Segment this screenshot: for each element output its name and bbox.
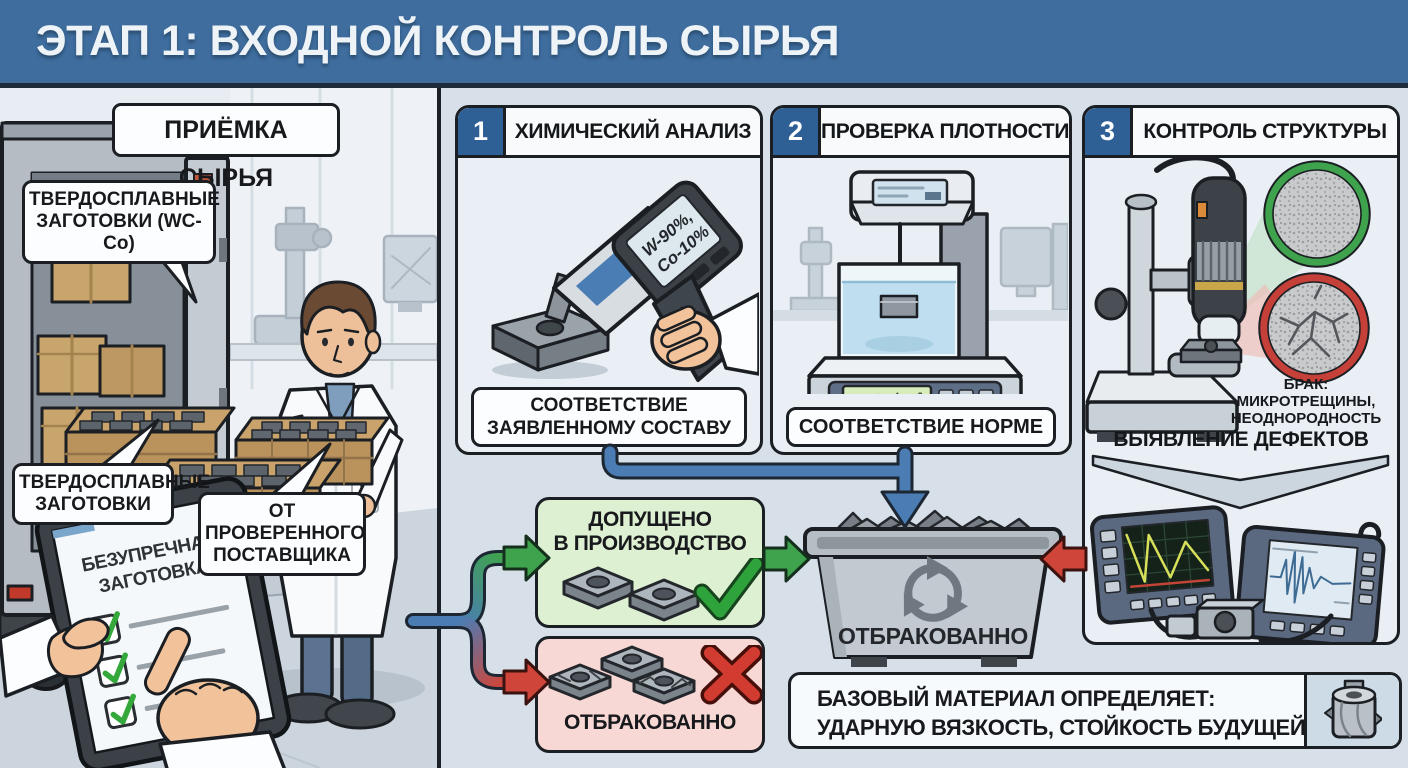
left-hand: [0, 614, 110, 698]
scene-header-plate: ПРИЁМКА СЫРЬЯ: [112, 103, 340, 192]
structure-control-illustration: [1085, 158, 1390, 642]
carbide-insert-cracked-icon: [632, 667, 696, 705]
transducer-icon: [1165, 598, 1265, 640]
bubble-supplier: ОТ ПРОВЕРЕННОГО ПОСТАВЩИКА: [198, 492, 366, 576]
checkmark-icon: [102, 652, 128, 684]
xrf-analyzer-illustration: W-90%, Co-10%: [491, 180, 759, 382]
right-hand: [143, 626, 287, 768]
panel-number-badge: 1: [458, 108, 506, 155]
panel-density-check: 2 ПРОВЕРКА ПЛОТНОСТИ: [770, 105, 1072, 455]
approved-label-line2: В ПРОИЗВОДСТВО: [553, 532, 747, 555]
panel-density-header: 2 ПРОВЕРКА ПЛОТНОСТИ: [773, 108, 1069, 158]
density-tester-icon: 14.6 г/см³: [807, 170, 1023, 394]
panel-chemical-header: 1 ХИМИЧЕСКИЙ АНАЛИЗ: [458, 108, 760, 158]
operator-hand: [650, 292, 759, 376]
caption-structure: ВЫЯВЛЕНИЕ ДЕФЕКТОВ: [1113, 428, 1369, 451]
density-lcd-value: 14.6 г/см³: [852, 390, 924, 394]
microscope-icon: [1085, 158, 1247, 442]
rejected-box: ОТБРАКОВАННО: [535, 636, 765, 753]
defect-label: БРАК: МИКРОТРЕЩИНЫ, НЕОДНОРОДНОСТЬ: [1230, 376, 1382, 427]
structure-bad-circle: [1258, 272, 1370, 384]
approved-box: ДОПУЩЕНО В ПРОИЗВОДСТВО: [535, 497, 765, 628]
bubble-carbide: ТВЕРДОСПЛАВНЫЕ ЗАГОТОВКИ: [12, 463, 210, 525]
panel-density-title: ПРОВЕРКА ПЛОТНОСТИ: [821, 119, 1070, 143]
bubble-tails: [94, 232, 332, 500]
caption-density: СООТВЕТСТВИЕ НОРМЕ: [786, 407, 1056, 447]
footer-text: БАЗОВЫЙ МАТЕРИАЛ ОПРЕДЕЛЯЕТ: УДАРНУЮ ВЯЗ…: [817, 686, 1393, 740]
panel-number-badge: 3: [1085, 108, 1133, 155]
bubble-carbide-wc: ТВЕРДОСПЛАВНЫЕ ЗАГОТОВКИ (WC-Co): [22, 180, 220, 264]
flaw-detector-left-icon: [1090, 505, 1235, 625]
checkmark-icon: [693, 558, 762, 621]
title-bar: ЭТАП 1: ВХОДНОЙ КОНТРОЛЬ СЫРЬЯ: [0, 0, 1408, 88]
footer-icon-area: [1304, 675, 1399, 746]
panel-chemical-title: ХИМИЧЕСКИЙ АНАЛИЗ: [514, 119, 752, 143]
rejected-label: ОТБРАКОВАННО: [564, 711, 736, 734]
structure-good-circle: [1263, 160, 1371, 268]
footer-note: БАЗОВЫЙ МАТЕРИАЛ ОПРЕДЕЛЯЕТ: УДАРНУЮ ВЯЗ…: [788, 672, 1402, 749]
rejected-inserts-illustration: [548, 645, 762, 705]
x-mark-icon: [700, 645, 762, 705]
reject-bin-illustration: [803, 509, 1063, 667]
crack-lines: [1279, 284, 1349, 358]
cable: [1258, 613, 1334, 642]
recycle-icon: [903, 556, 969, 622]
bin-label: ОТБРАКОВАННО: [838, 623, 1028, 649]
carbide-insert-icon: [628, 578, 700, 622]
panel-structure-title: КОНТРОЛЬ СТРУКТУРЫ: [1143, 119, 1387, 143]
density-lcd: [841, 384, 933, 394]
milling-cutter-icon: [1324, 679, 1382, 738]
panel-structure-header: 3 КОНТРОЛЬ СТРУКТУРЫ: [1085, 108, 1397, 158]
chevron-down-icon: [1091, 454, 1390, 510]
panel-structure-control: 3 КОНТРОЛЬ СТРУКТУРЫ: [1082, 105, 1400, 645]
approved-label-line1: ДОПУЩЕНО: [588, 508, 712, 531]
page-title: ЭТАП 1: ВХОДНОЙ КОНТРОЛЬ СЫРЬЯ: [36, 17, 840, 65]
flaw-detector-right-icon: [1234, 521, 1386, 642]
receiving-scene: БЕЗУПРЕЧНАЯ ЗАГОТОВКА: [0, 88, 441, 768]
panel-number-badge: 2: [773, 108, 821, 155]
background-monitor-icon: [382, 234, 437, 312]
approved-inserts-illustration: [562, 558, 762, 622]
reject-bin: ОТБРАКОВАННО: [795, 505, 1071, 673]
sample-block: [491, 306, 610, 372]
caption-chemical: СООТВЕТСТВИЕ ЗАЯВЛЕННОМУ СОСТАВУ: [471, 387, 747, 447]
panel-chemical-analysis: 1 ХИМИЧЕСКИЙ АНАЛИЗ W-90%, Co-10%: [455, 105, 763, 455]
checkmark-icon: [110, 693, 136, 725]
density-tester-illustration: 14.6 г/см³: [773, 170, 1068, 394]
carbide-insert-icon: [562, 566, 634, 610]
